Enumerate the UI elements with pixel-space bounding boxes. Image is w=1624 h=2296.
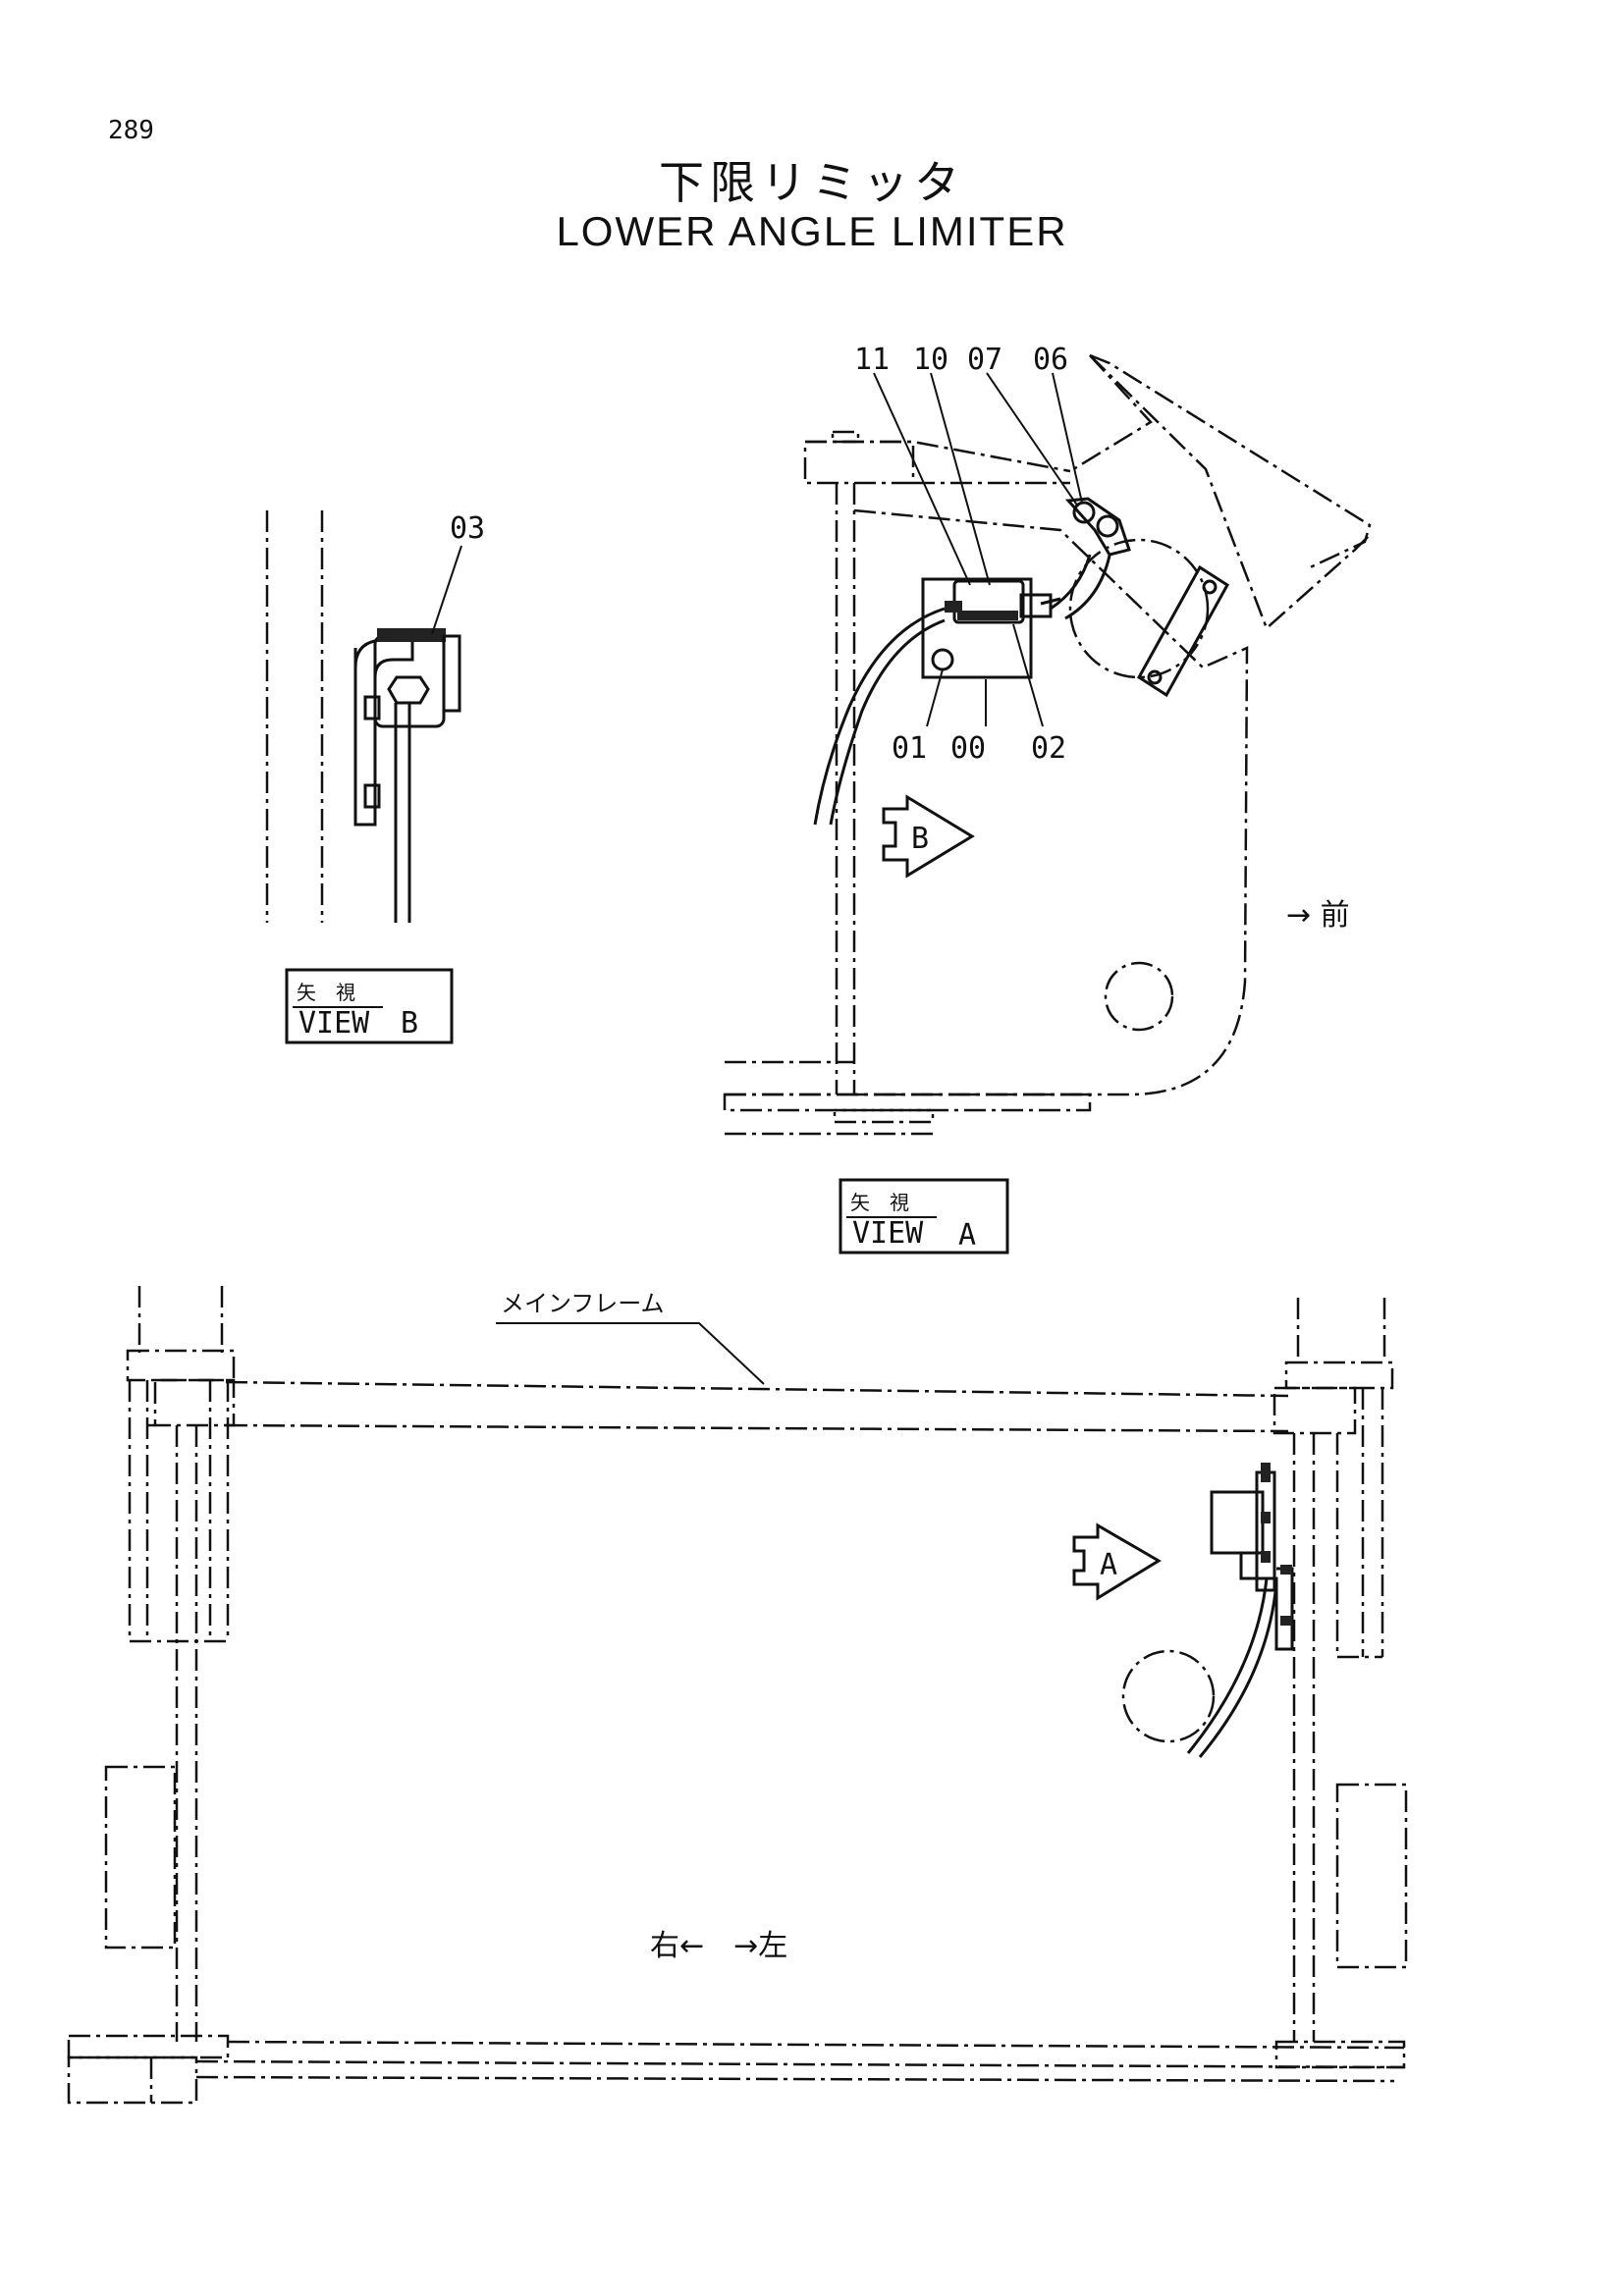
part-label-10: 10 xyxy=(913,343,948,377)
view-a-label-jp: 矢 視 xyxy=(850,1191,909,1214)
plan-view: メインフレーム xyxy=(67,1286,1408,2105)
title-japanese: 下限リミッタ xyxy=(659,156,965,209)
part-label-02: 02 xyxy=(1031,731,1066,766)
view-a-label-box: 矢 視 VIEW A xyxy=(839,1178,1009,1255)
front-direction-label: → 前 xyxy=(1286,898,1350,933)
view-a-detail: 11 10 07 06 01 00 02 B → 前 xyxy=(723,343,1372,1136)
view-a-label-en: VIEW xyxy=(852,1216,924,1251)
view-b-label-en: VIEW xyxy=(298,1006,370,1041)
view-b-label-jp: 矢 視 xyxy=(297,981,355,1004)
part-label-06: 06 xyxy=(1033,343,1068,377)
view-b-label-box: 矢 視 VIEW B xyxy=(285,968,454,1044)
part-label-11: 11 xyxy=(854,343,890,377)
direction-label: 右← →左 xyxy=(650,1929,787,1963)
page-number: 289 xyxy=(108,116,154,145)
view-a-letter: A xyxy=(958,1218,976,1253)
view-arrow-b-letter: B xyxy=(911,822,929,856)
view-arrow-a-letter: A xyxy=(1100,1548,1117,1582)
main-frame-label: メインフレーム xyxy=(501,1290,665,1317)
part-label-00: 00 xyxy=(950,731,986,766)
title-english: LOWER ANGLE LIMITER xyxy=(556,208,1068,254)
view-b-detail: 03 xyxy=(265,510,485,923)
part-label-01: 01 xyxy=(892,731,927,766)
part-label-03: 03 xyxy=(450,511,485,546)
part-label-07: 07 xyxy=(967,343,1002,377)
view-b-letter: B xyxy=(401,1006,418,1041)
